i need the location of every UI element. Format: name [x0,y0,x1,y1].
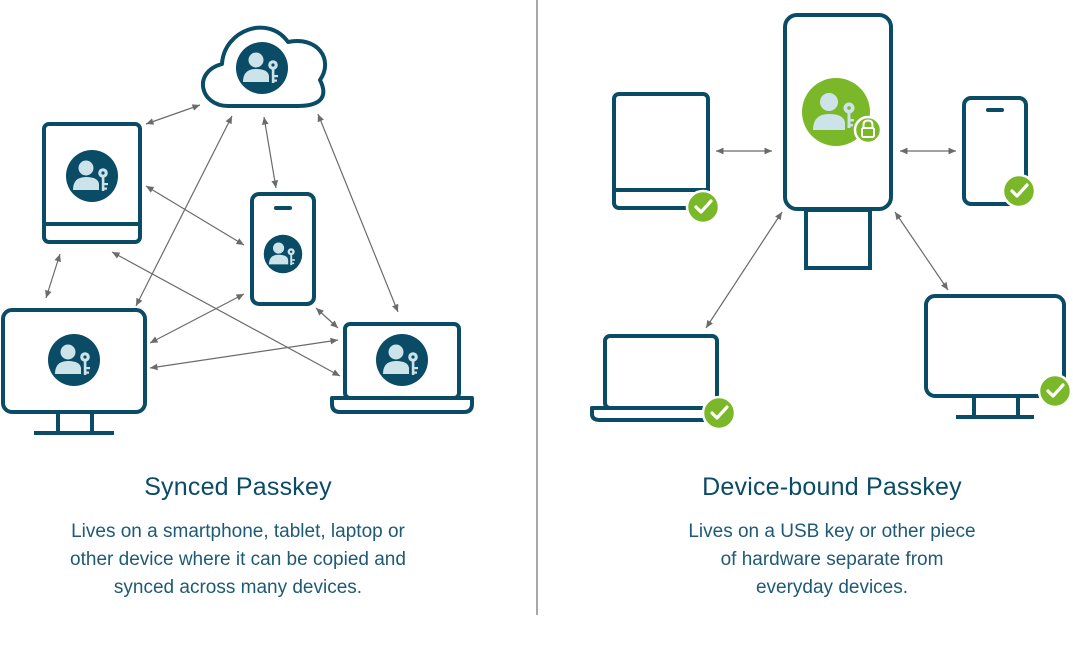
laptop-device-bound [590,334,737,431]
hardware-key-device [783,13,893,270]
arrow-key-monitor [894,211,949,291]
tablet-device [42,122,142,244]
arrow-cloud-monitor [135,115,233,307]
monitor-device-bound [924,294,1073,419]
synced-description: Lives on a smartphone, tablet, laptop or… [28,518,448,602]
check-badge-icon [685,189,721,225]
user-key-icon [376,334,428,386]
device-bound-desc-line-3: everyday devices. [755,577,909,598]
arrow-tablet-cloud [145,104,201,125]
synced-arrows [45,104,399,377]
check-badge-icon [1037,373,1073,409]
arrow-phone-monitor [149,293,245,344]
user-key-icon [48,334,100,386]
user-key-icon [66,150,118,202]
device-bound-description: Lives on a USB key or other piece of har… [622,518,1042,602]
synced-desc-line-3: synced across many devices. [113,577,363,598]
lock-icon [853,115,883,145]
monitor-device [1,308,147,435]
device-bound-desc-line-2: of hardware separate from [720,549,944,570]
device-bound-arrows [705,147,956,329]
arrow-tablet-phone [145,185,245,246]
synced-title: Synced Passkey [144,473,332,501]
arrow-cloud-laptop [317,113,399,313]
smartphone-device [250,192,316,306]
arrow-cloud-phone [261,116,279,189]
arrow-phone-laptop [315,307,339,329]
synced-desc-line-1: Lives on a smartphone, tablet, laptop or [71,521,405,542]
user-key-icon [236,42,288,94]
cloud-device [201,25,327,108]
arrow-monitor-laptop [149,337,339,371]
device-bound-title: Device-bound Passkey [702,473,962,501]
check-badge-icon [1001,173,1037,209]
laptop-device [330,322,474,414]
user-key-icon [263,234,303,274]
tablet-device-bound [612,92,721,225]
check-badge-icon [701,395,737,431]
synced-desc-line-2: other device where it can be copied and [70,549,406,570]
arrow-tablet-monitor [45,253,61,299]
device-bound-desc-line-1: Lives on a USB key or other piece [688,521,976,542]
arrow-key-laptop [705,211,783,329]
phone-device-bound [962,96,1037,209]
